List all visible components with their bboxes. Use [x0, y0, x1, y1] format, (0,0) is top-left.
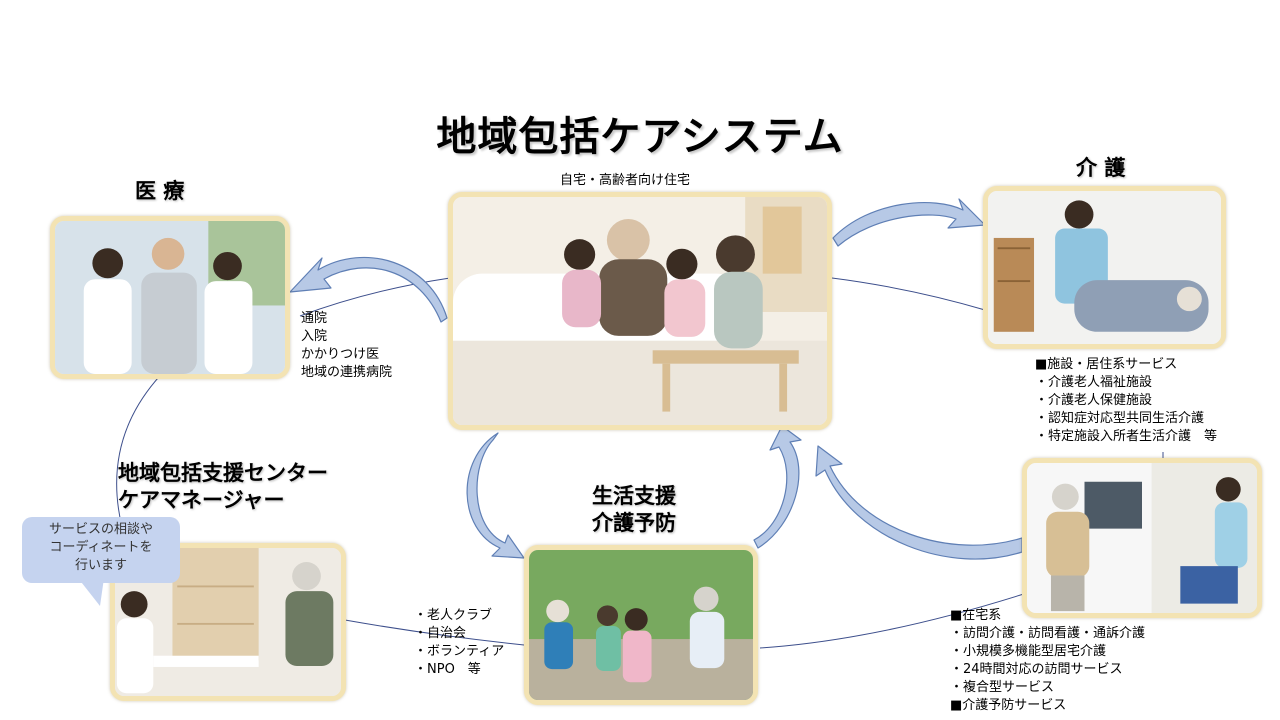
care-facility-services: ■施設・居住系サービス ・介護老人福祉施設 ・介護老人保健施設 ・認知症対応型共…	[1035, 357, 1218, 444]
connector-home-medical	[299, 277, 451, 317]
life-support-items: ・老人クラブ ・自治会 ・ボランティア ・NPO 等	[414, 608, 505, 677]
medical-items: 通院 入院 かかりつけ医 地域の連携病院	[301, 311, 393, 380]
life-support-heading-line2: 介護予防	[592, 511, 676, 536]
center-heading: 地域包括支援センター ケアマネージャー	[118, 460, 328, 515]
care-facility-photo	[983, 186, 1226, 349]
care-heading: 介 護	[1076, 156, 1126, 180]
life-support-heading-line1: 生活支援	[592, 484, 676, 508]
home-label: 自宅・高齢者向け住宅	[560, 173, 691, 188]
life-support-heading: 生活支援 介護予防	[584, 483, 684, 538]
arrow-care-to-home	[815, 445, 1023, 560]
care-home-services: ■在宅系 ・訪問介護・訪問看護・通訴介護 ・小規模多機能型居宅介護 ・24時間対…	[950, 608, 1146, 713]
arrow-life-to-home	[753, 425, 802, 549]
center-heading-line2: ケアマネージャー	[118, 488, 285, 513]
arrow-home-to-care	[832, 198, 986, 247]
medical-heading: 医 療	[135, 179, 185, 203]
connector-home-care	[831, 277, 986, 311]
center-heading-line1: 地域包括支援センター	[118, 461, 328, 485]
speech-bubble-text: サービスの相談や コーディネートを 行います	[48, 522, 153, 573]
life-support-walking-photo	[524, 545, 758, 705]
speech-bubble-tail	[78, 578, 104, 606]
arrow-home-to-life	[466, 432, 525, 559]
page-title: 地域包括ケアシステム	[436, 114, 844, 160]
arrow-home-to-medical	[289, 256, 448, 323]
home-family-photo	[448, 192, 832, 430]
care-visiting-photo	[1022, 458, 1262, 618]
speech-bubble: サービスの相談や コーディネートを 行います	[22, 517, 180, 583]
connector-center-life	[344, 619, 525, 646]
connector-life-care	[759, 591, 1031, 649]
medical-staff-photo	[50, 216, 290, 379]
